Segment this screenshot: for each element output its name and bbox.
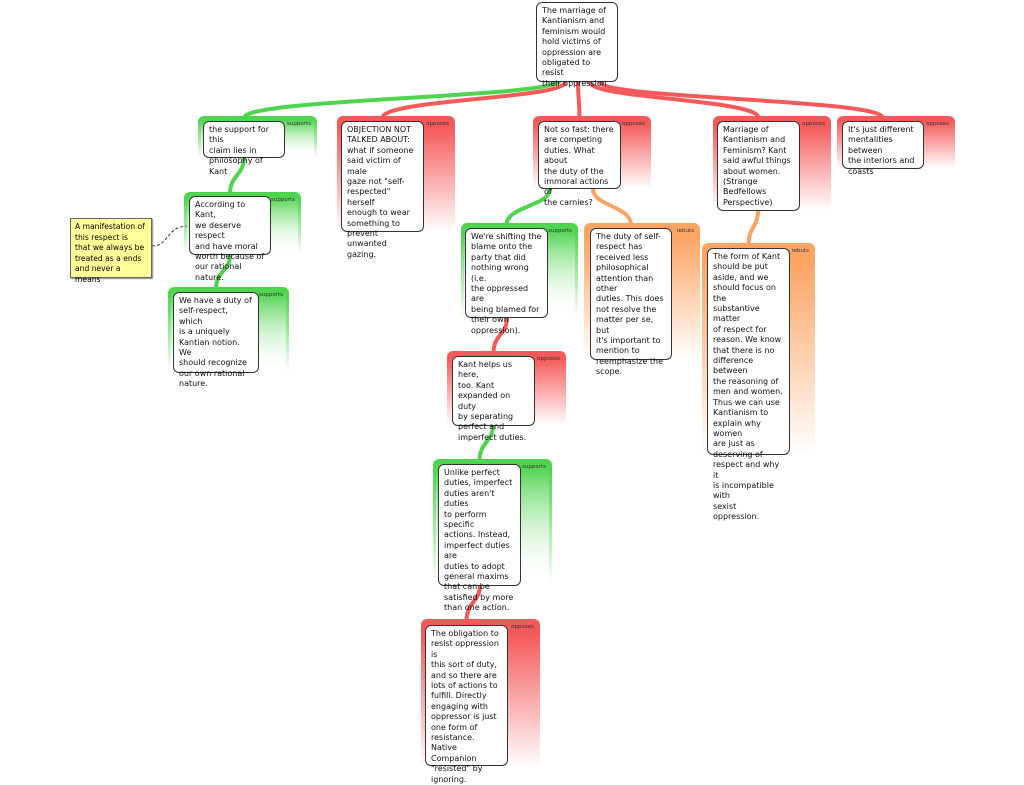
relation-label: opposes <box>622 121 645 127</box>
rebuts-connector <box>746 210 760 246</box>
argument-box-n9[interactable]: We're shifting the blame onto the party … <box>465 228 548 335</box>
supports-connector <box>228 157 246 195</box>
opposes-connector <box>380 80 567 120</box>
opposes-connector <box>576 81 582 119</box>
argument-box-n3[interactable]: Not so fast: there are competing duties.… <box>538 121 621 207</box>
relation-label: rebuts <box>676 228 694 234</box>
relation-label: opposes <box>802 121 825 127</box>
relation-label: rebuts <box>791 248 809 254</box>
relation-label: opposes <box>511 624 534 630</box>
note-annotation[interactable]: A manifestation of this respect is that … <box>70 218 152 284</box>
argument-box-n6[interactable]: According to Kant, we deserve respect an… <box>189 196 271 282</box>
opposes-connector <box>491 317 509 354</box>
relation-label: opposes <box>537 356 560 362</box>
supports-connector <box>477 424 495 462</box>
opposes-connector <box>588 80 761 119</box>
argument-box-n7[interactable]: We have a duty of self-respect, which is… <box>173 292 259 388</box>
argument-box-n12[interactable]: Unlike perfect duties, imperfect duties … <box>438 464 521 612</box>
relation-label: supports <box>287 121 311 127</box>
argument-box-n4[interactable]: Marriage of Kantianism and Feminism? Kan… <box>717 121 800 211</box>
argument-box-n14[interactable]: The form of Kant should be put aside, an… <box>707 248 790 521</box>
argument-box-n5[interactable]: It's just different mentalities between … <box>842 121 924 176</box>
opposes-connector <box>598 80 885 120</box>
connector-layer <box>151 78 885 622</box>
argument-box-n10[interactable]: The duty of self- respect has received l… <box>590 228 672 376</box>
relation-label: opposes <box>426 121 449 127</box>
argument-box-n2[interactable]: OBJECTION NOT TALKED ABOUT: what if some… <box>341 121 424 259</box>
opposes-connector <box>464 584 482 622</box>
relation-label: supports <box>271 197 295 203</box>
argument-box-n1[interactable]: the support for this claim lies in philo… <box>203 121 285 176</box>
argument-box-n13[interactable]: The obligation to resist oppression is t… <box>425 625 508 784</box>
relation-label: supports <box>522 464 546 470</box>
supports-connector <box>214 254 232 290</box>
relation-label: supports <box>548 228 572 234</box>
supports-connector <box>242 78 562 120</box>
argument-box-n11[interactable]: Kant helps us here, too. Kant expanded o… <box>452 356 535 442</box>
relation-label: supports <box>259 292 283 298</box>
relation-label: opposes <box>926 121 949 127</box>
root-claim-box[interactable]: The marriage of Kantianism and feminism … <box>536 2 618 88</box>
supports-connector <box>504 188 552 226</box>
rebuts-connector <box>591 188 633 226</box>
